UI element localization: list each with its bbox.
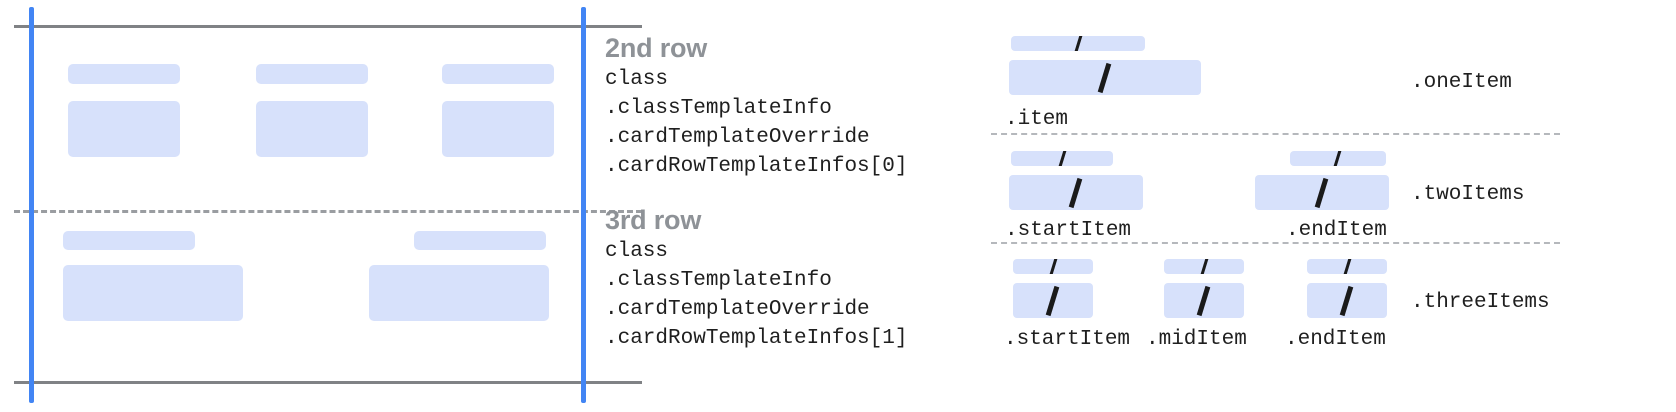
slash-glyph-icon <box>1200 259 1209 274</box>
placeholder-body-bar <box>63 265 243 321</box>
annotation-line: .classTemplateInfo <box>605 269 832 292</box>
item-label: .startItem <box>1005 219 1132 242</box>
item-title-chip <box>1164 259 1244 274</box>
annotation-heading: 2nd row <box>605 33 708 63</box>
section-divider <box>991 133 1560 135</box>
slash-glyph-icon <box>1339 285 1354 317</box>
card-bottom-rule <box>14 381 642 384</box>
placeholder-title-bar <box>68 64 180 84</box>
placeholder-title-bar <box>256 64 368 84</box>
item-label: .startItem <box>1004 328 1131 351</box>
item-body-chip <box>1013 283 1093 318</box>
placeholder-title-bar <box>414 231 546 250</box>
placeholder-title-bar <box>63 231 195 250</box>
placeholder-body-bar <box>369 265 549 321</box>
annotation-line: .cardRowTemplateInfos[0] <box>605 155 908 178</box>
slash-glyph-icon <box>1097 62 1112 94</box>
item-body-chip <box>1255 175 1389 210</box>
layout-label: .oneItem <box>1411 71 1512 94</box>
item-body-chip <box>1009 175 1143 210</box>
slash-glyph-icon <box>1314 177 1329 209</box>
section-divider <box>991 242 1560 244</box>
item-title-chip <box>1011 36 1145 51</box>
slash-glyph-icon <box>1068 177 1083 209</box>
item-title-chip <box>1011 151 1113 166</box>
item-body-chip <box>1164 283 1244 318</box>
slash-glyph-icon <box>1058 151 1067 166</box>
item-label: .endItem <box>1286 219 1387 242</box>
card-right-guide <box>581 7 586 403</box>
annotation-line: .cardTemplateOverride <box>605 298 870 321</box>
item-label: .midItem <box>1146 328 1247 351</box>
annotation-line: .cardRowTemplateInfos[1] <box>605 327 908 350</box>
card-row-divider <box>14 210 642 213</box>
slash-glyph-icon <box>1049 259 1058 274</box>
placeholder-body-bar <box>68 101 180 157</box>
annotation-line: class <box>605 240 669 263</box>
slash-glyph-icon <box>1333 151 1342 166</box>
slash-glyph-icon <box>1074 36 1083 51</box>
annotation-line: .classTemplateInfo <box>605 97 832 120</box>
annotation-2nd-row: 2nd row class .classTemplateInfo .cardTe… <box>605 31 907 181</box>
annotation-line: class <box>605 68 669 91</box>
layout-label: .twoItems <box>1411 183 1525 206</box>
item-title-chip <box>1307 259 1387 274</box>
layout-label: .threeItems <box>1411 291 1550 314</box>
annotation-heading: 3rd row <box>605 205 702 235</box>
placeholder-body-bar <box>442 101 554 157</box>
slash-glyph-icon <box>1045 285 1060 317</box>
slash-glyph-icon <box>1343 259 1352 274</box>
item-title-chip <box>1290 151 1386 166</box>
card-left-guide <box>29 7 34 403</box>
item-label: .item <box>1005 108 1069 131</box>
annotation-line: .cardTemplateOverride <box>605 126 870 149</box>
placeholder-body-bar <box>256 101 368 157</box>
item-body-chip <box>1307 283 1387 318</box>
item-body-chip <box>1009 60 1201 95</box>
placeholder-title-bar <box>442 64 554 84</box>
item-label: .endItem <box>1285 328 1386 351</box>
item-title-chip <box>1013 259 1093 274</box>
annotation-3rd-row: 3rd row class .classTemplateInfo .cardTe… <box>605 203 907 353</box>
slash-glyph-icon <box>1196 285 1211 317</box>
card-top-rule <box>14 25 642 28</box>
